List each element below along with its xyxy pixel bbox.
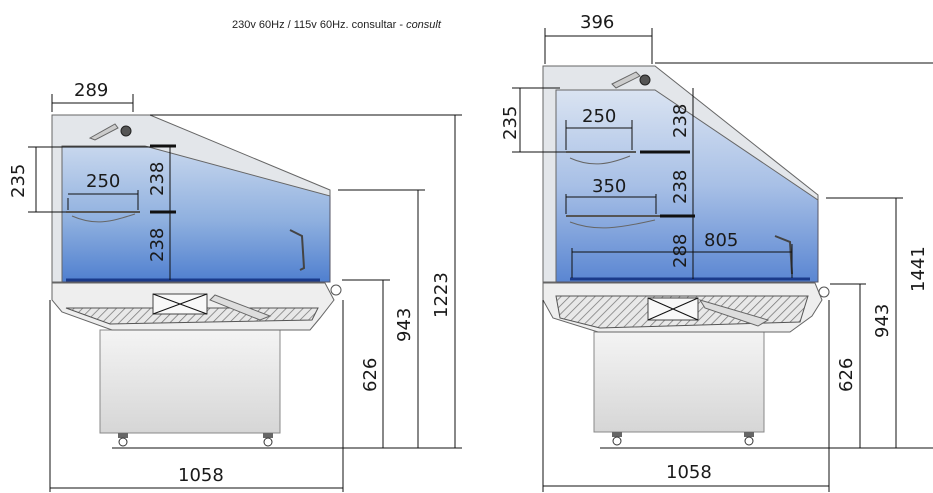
- right-deck-width-label: 805: [704, 230, 738, 251]
- right-base-cabinet: [593, 331, 765, 433]
- left-lower-gap-label: 238: [147, 228, 168, 262]
- right-base-height-label: 626: [836, 358, 857, 392]
- right-display-case: [542, 65, 830, 446]
- right-gap2-label: 238: [670, 170, 691, 204]
- left-base-cabinet: [99, 329, 281, 434]
- right-gap3-label: 288: [670, 234, 691, 268]
- left-total-height-label: 1223: [431, 272, 452, 318]
- left-base-height-label: 626: [360, 358, 381, 392]
- right-total-height-label: 1441: [908, 246, 929, 292]
- right-shelf-pitch-label: 235: [500, 106, 521, 140]
- left-dimensions: 289 235 250 238 238 943 1223 626 1058: [8, 80, 462, 492]
- right-gap1-label: 238: [670, 104, 691, 138]
- left-upper-gap-label: 238: [147, 162, 168, 196]
- right-counter-height-label: 943: [872, 304, 893, 338]
- left-canopy: [51, 114, 331, 283]
- power-caption-main: 230v 60Hz / 115v 60Hz. consultar -: [232, 19, 407, 31]
- right-lower-shelf-depth-label: 350: [592, 176, 626, 197]
- right-top-width-label: 396: [580, 12, 614, 33]
- left-shelf-depth-label: 250: [86, 171, 120, 192]
- left-wheel-front: [118, 433, 128, 447]
- right-wheel-rear: [744, 432, 754, 446]
- power-caption: 230v 60Hz / 115v 60Hz. consultar - consu…: [232, 19, 441, 31]
- right-canopy: [542, 65, 819, 283]
- right-upper-shelf-depth-label: 250: [582, 106, 616, 127]
- left-glass-body: [57, 144, 331, 283]
- left-wheel-rear: [263, 433, 273, 447]
- power-caption-italic: consult: [406, 19, 441, 31]
- left-overall-width-label: 1058: [178, 465, 224, 486]
- right-dimensions: 396 235 250 350 238 238 288 805 943 1441: [500, 12, 933, 492]
- left-light-fixture: [120, 125, 132, 137]
- right-light-fixture: [639, 74, 651, 86]
- left-top-width-label: 289: [74, 80, 108, 101]
- left-counter-height-label: 943: [394, 308, 415, 342]
- right-overall-width-label: 1058: [666, 462, 712, 483]
- left-shelf-pitch-label: 235: [8, 164, 29, 198]
- left-display-case: [51, 114, 342, 447]
- right-wheel-front: [612, 432, 622, 446]
